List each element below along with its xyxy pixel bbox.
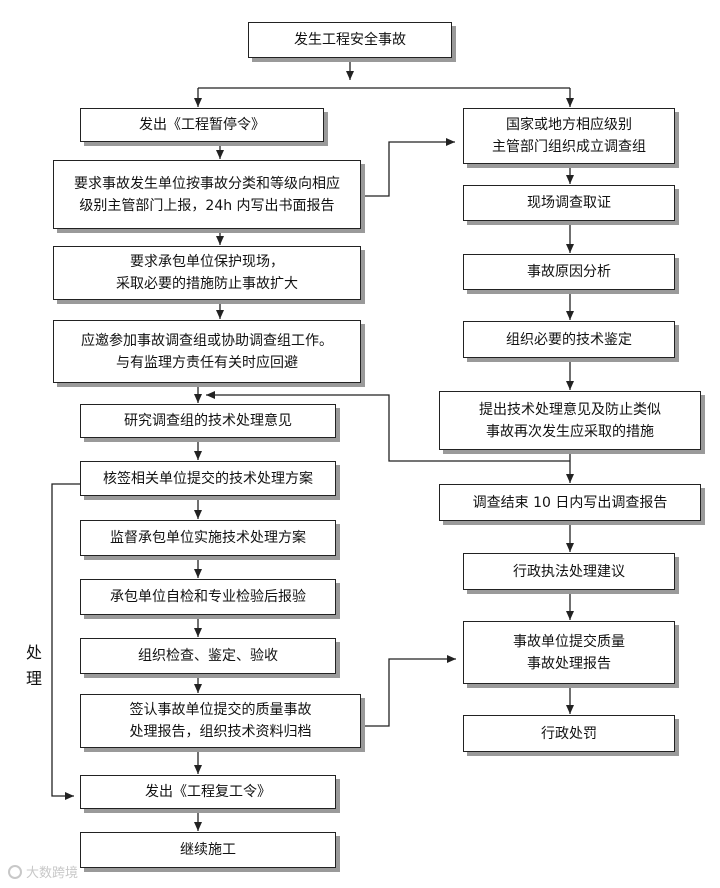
node-report-line1: 要求事故发生单位按事故分类和等级向相应 <box>74 175 340 192</box>
node-stop-order-label: 发出《工程暂停令》 <box>139 117 265 133</box>
node-propose-line1: 提出技术处理意见及防止类似 <box>479 401 661 418</box>
watermark-logo-icon <box>8 864 22 879</box>
node-gov-line2: 主管部门组织成立调查组 <box>492 139 646 155</box>
node-admin-advice-label: 行政执法处理建议 <box>513 563 625 580</box>
node-protect: 要求承包单位保护现场， 采取必要的措施防止事故扩大 <box>53 246 361 300</box>
node-survey-report: 调查结束 10 日内写出调查报告 <box>439 484 701 521</box>
node-cause-analysis-label: 事故原因分析 <box>527 264 611 280</box>
node-gov-investigation: 国家或地方相应级别 主管部门组织成立调查组 <box>463 108 675 164</box>
node-quality-line2: 事故处理报告 <box>527 655 611 672</box>
node-site-survey: 现场调查取证 <box>463 185 675 221</box>
node-sign-report: 签认事故单位提交的质量事故 处理报告，组织技术资料归档 <box>80 694 361 748</box>
node-quality-report: 事故单位提交质量 事故处理报告 <box>463 621 675 684</box>
arrow-loop-to-resume <box>51 483 80 800</box>
node-resume-order: 发出《工程复工令》 <box>80 775 336 809</box>
node-gov-line1: 国家或地方相应级别 <box>506 117 632 133</box>
node-propose-line2: 事故再次发生应采取的措施 <box>486 423 654 440</box>
node-sign-line2: 处理报告，组织技术资料归档 <box>129 724 312 740</box>
node-countersign-label: 核签相关单位提交的技术处理方案 <box>103 470 313 487</box>
arrow-feedback-to-study <box>206 391 570 462</box>
node-cause-analysis: 事故原因分析 <box>463 254 675 290</box>
arrow-sign-to-quality <box>361 655 456 727</box>
node-organize-check-label: 组织检查、鉴定、验收 <box>138 648 278 664</box>
node-quality-line1: 事故单位提交质量 <box>513 633 625 650</box>
node-study-label: 研究调查组的技术处理意见 <box>124 413 292 429</box>
node-stop-order: 发出《工程暂停令》 <box>80 108 324 142</box>
node-propose-measures: 提出技术处理意见及防止类似 事故再次发生应采取的措施 <box>439 391 701 450</box>
node-supervise-label: 监督承包单位实施技术处理方案 <box>110 530 306 546</box>
node-join-line2: 与有监理方责任有关时应回避 <box>116 354 298 371</box>
node-join-investigation: 应邀参加事故调查组或协助调查组工作。 与有监理方责任有关时应回避 <box>53 320 361 383</box>
node-site-survey-label: 现场调查取证 <box>527 195 611 211</box>
node-continue-label: 继续施工 <box>180 842 236 858</box>
node-report-line2: 级别主管部门上报，24h 内写出书面报告 <box>79 197 335 214</box>
node-organize-check: 组织检查、鉴定、验收 <box>80 638 336 674</box>
node-countersign: 核签相关单位提交的技术处理方案 <box>80 461 336 496</box>
node-report: 要求事故发生单位按事故分类和等级向相应 级别主管部门上报，24h 内写出书面报告 <box>53 160 361 229</box>
node-survey-report-label: 调查结束 10 日内写出调查报告 <box>472 494 668 511</box>
node-admin-advice: 行政执法处理建议 <box>463 553 675 590</box>
node-sign-line1: 签认事故单位提交的质量事故 <box>129 702 312 718</box>
node-supervise: 监督承包单位实施技术处理方案 <box>80 520 336 556</box>
node-protect-line2: 采取必要的措施防止事故扩大 <box>116 276 298 292</box>
node-protect-line1: 要求承包单位保护现场， <box>130 254 284 270</box>
node-study: 研究调查组的技术处理意见 <box>80 404 336 438</box>
node-tech-appraisal-label: 组织必要的技术鉴定 <box>506 331 632 348</box>
arrow-report-to-gov <box>361 138 455 197</box>
node-admin-penalty-label: 行政处罚 <box>541 725 597 742</box>
watermark: 大数跨境 <box>8 862 78 881</box>
node-admin-penalty: 行政处罚 <box>463 715 675 752</box>
node-inspect-report: 承包单位自检和专业检验后报验 <box>80 579 336 615</box>
node-resume-order-label: 发出《工程复工令》 <box>145 784 271 800</box>
watermark-text: 大数跨境 <box>26 866 79 881</box>
node-tech-appraisal: 组织必要的技术鉴定 <box>463 321 675 358</box>
node-continue: 继续施工 <box>80 832 336 868</box>
node-start: 发生工程安全事故 <box>248 22 452 58</box>
node-join-line1: 应邀参加事故调查组或协助调查组工作。 <box>81 332 333 349</box>
node-inspect-report-label: 承包单位自检和专业检验后报验 <box>110 589 306 605</box>
node-start-label: 发生工程安全事故 <box>294 32 406 48</box>
side-label-handling: 处理 <box>25 643 42 688</box>
